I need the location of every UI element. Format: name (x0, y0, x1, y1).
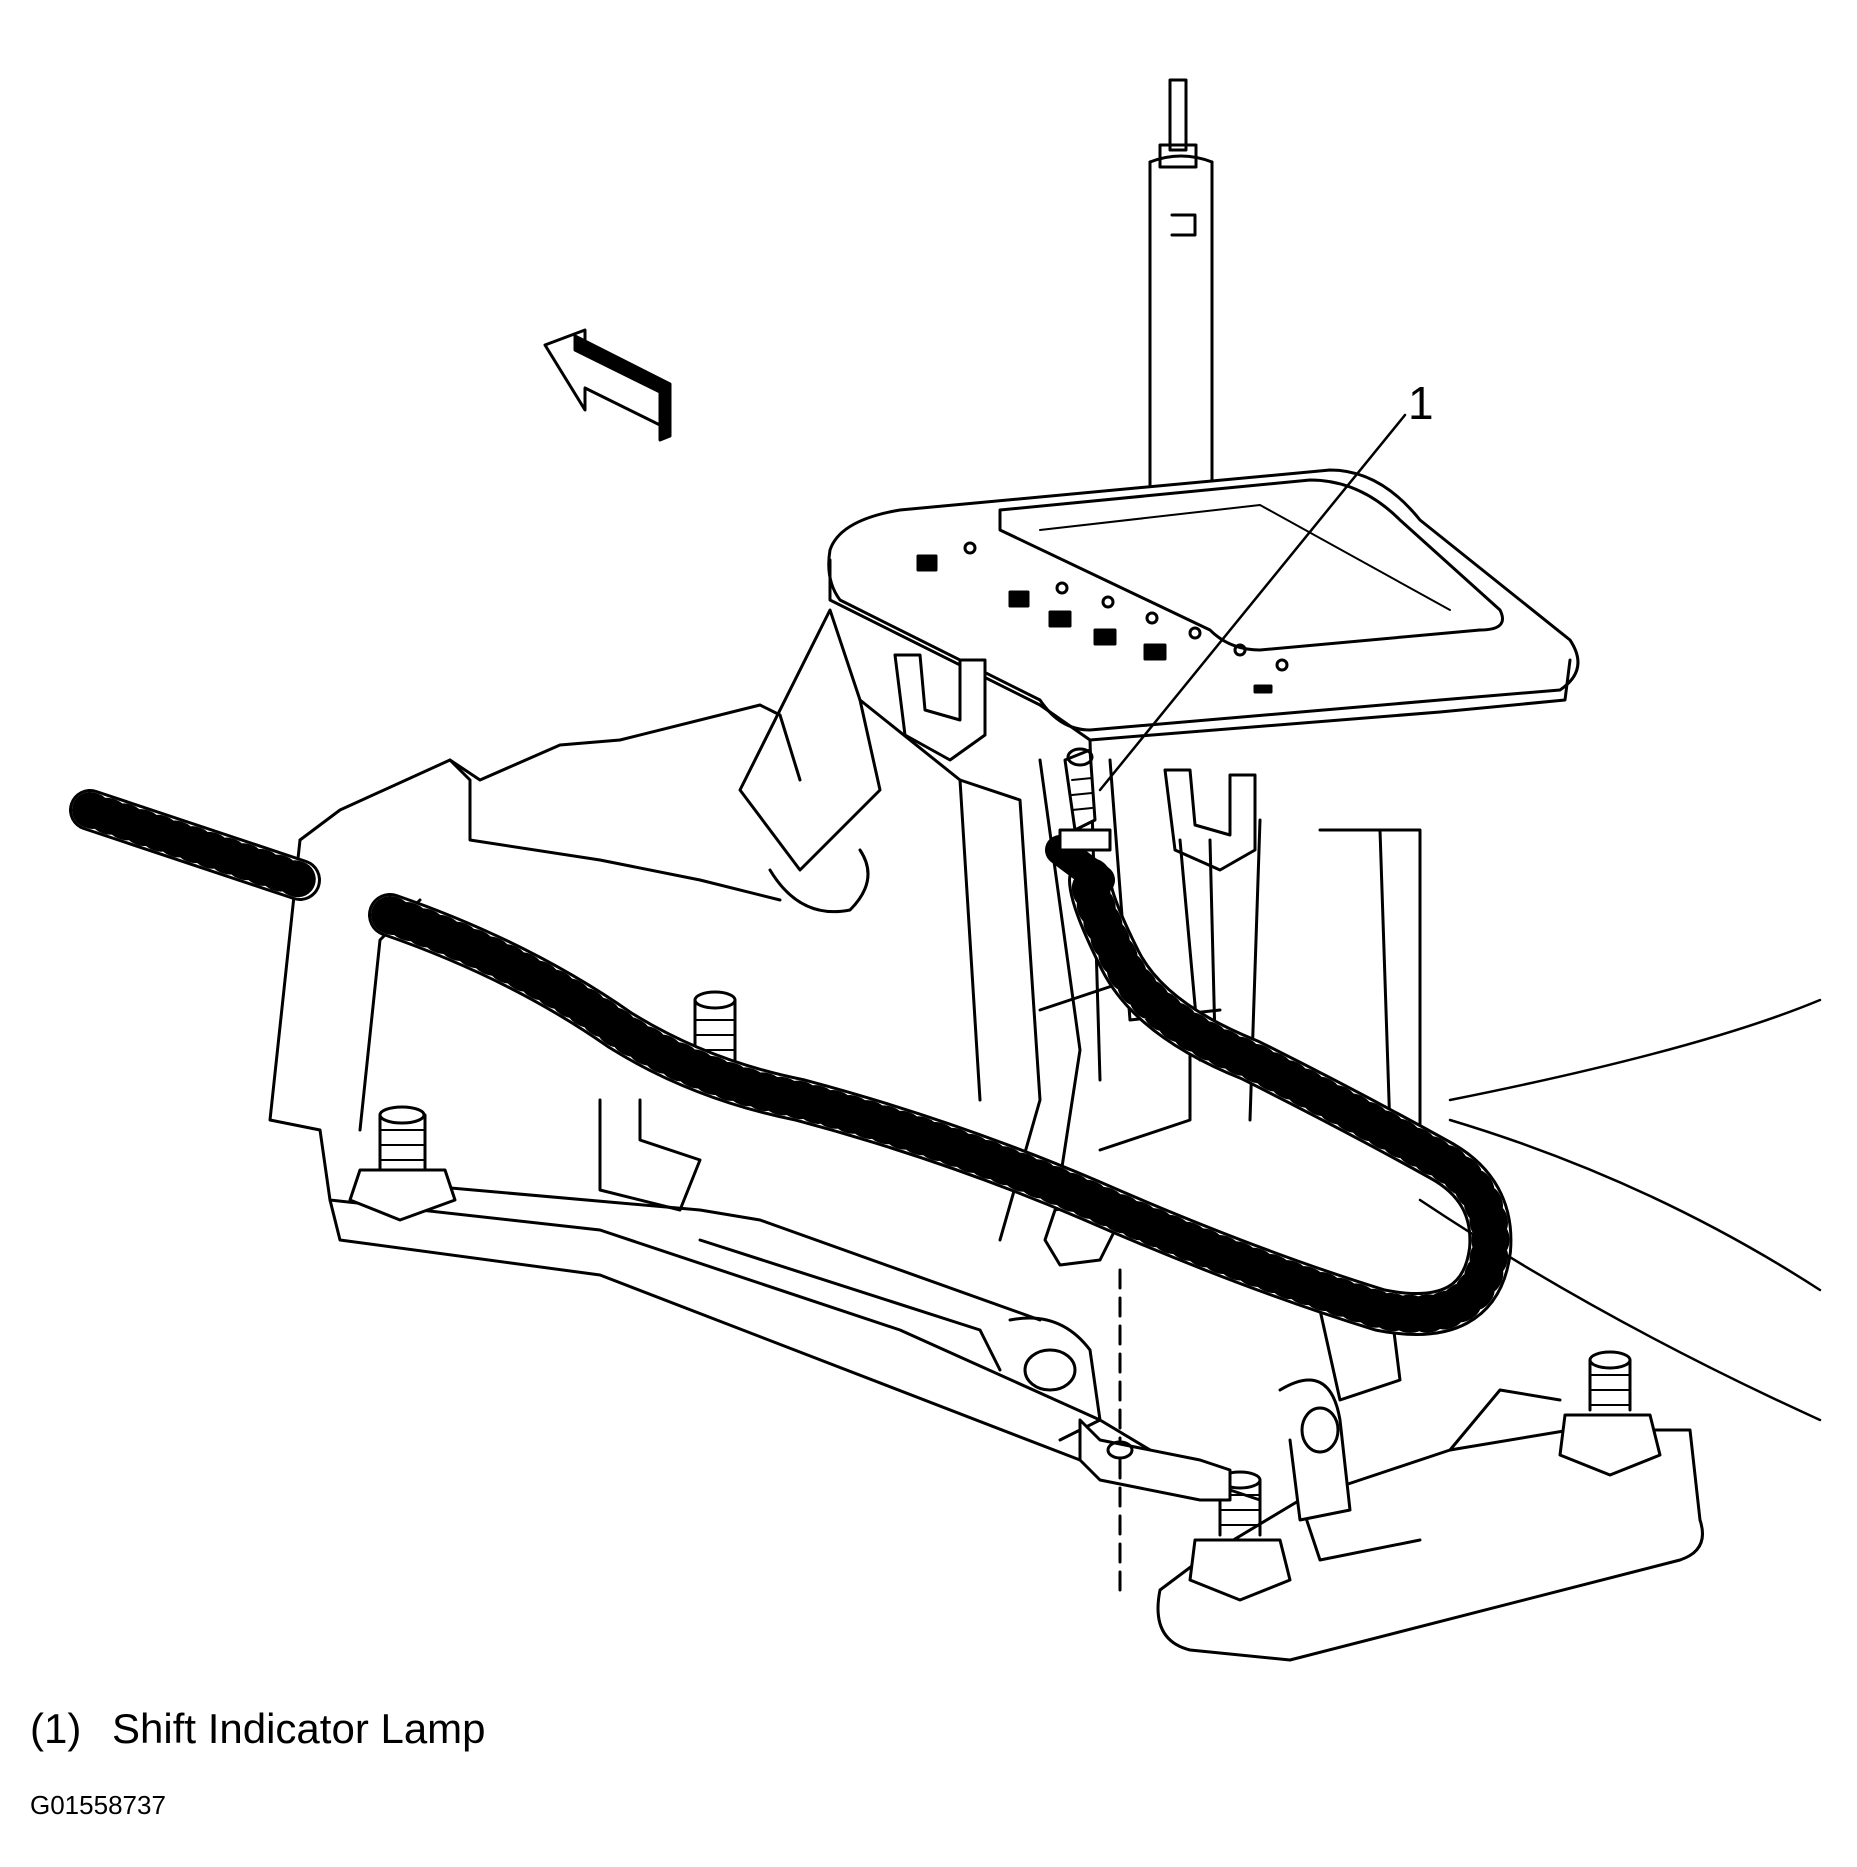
shift-indicator-lamp (1058, 747, 1112, 852)
stud-nut-front (1188, 1470, 1292, 1602)
legend: (1) Shift Indicator Lamp (30, 1705, 486, 1753)
bezel-clip-left (893, 653, 987, 762)
front-arrow-icon (543, 328, 672, 442)
bezel-clip-right (1163, 768, 1257, 872)
wiring-harness (69, 789, 1513, 1336)
callout-number-1: 1 (1408, 377, 1434, 429)
callout-leader-line (1098, 413, 1407, 792)
indicator-bezel (827, 468, 1580, 742)
legend-item-label: Shift Indicator Lamp (112, 1705, 486, 1752)
console-trim (1418, 998, 1822, 1422)
ground-strap (1078, 1268, 1232, 1602)
figure-id: G01558737 (30, 1790, 166, 1820)
stud-nut-left (348, 1105, 457, 1222)
stud-nut-center-left (693, 990, 737, 1067)
legend-item-number: (1) (30, 1705, 82, 1752)
stud-nut-right (1558, 1350, 1662, 1477)
